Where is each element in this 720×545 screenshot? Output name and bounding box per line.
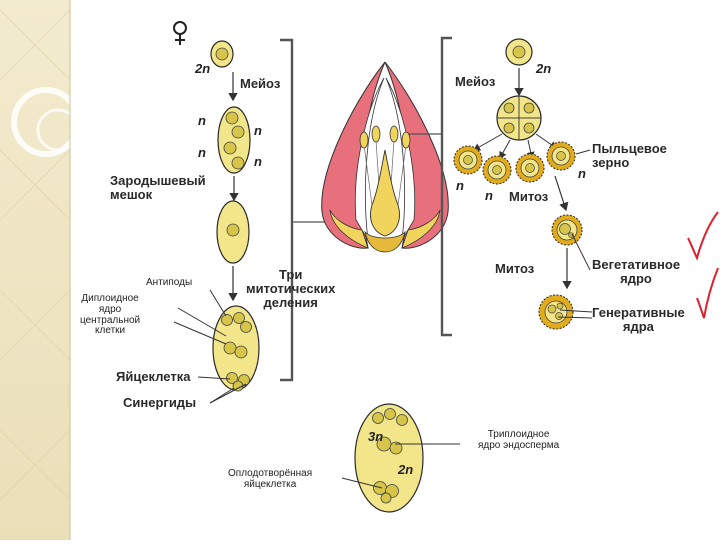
- fertilized-antipodes: [372, 408, 408, 426]
- pollen-grains: [453, 141, 576, 185]
- megaspore-nucleus-3: [223, 141, 237, 155]
- megaspore-tetrad: [217, 106, 251, 174]
- panel-ring-inner: [36, 108, 80, 152]
- arrow-mitosis-small: [554, 175, 569, 212]
- label-generative-nuclei: Генеративные ядра: [592, 305, 685, 335]
- ploidy-n-pollen-1: n: [456, 178, 464, 193]
- vegetative-nucleus-small: [559, 223, 571, 235]
- label-vegetative-nucleus: Вегетативное ядро: [592, 257, 681, 287]
- label-embryo-sac: Зародышевый мешок: [110, 173, 206, 203]
- label-pollen-grain: Пыльцевое зерно: [592, 141, 667, 171]
- tetrad-nuclei: [503, 102, 535, 134]
- ploidy-n-3: n: [198, 145, 206, 160]
- panel-cross-pattern: [0, 9, 71, 501]
- red-check-mark-icon: [687, 211, 719, 261]
- generative-nuclei-dots: [547, 302, 564, 320]
- flower-illustration: [321, 61, 449, 253]
- central-nuclei: [223, 341, 248, 359]
- label-mitosis-right: Митоз: [495, 261, 535, 276]
- ploidy-n-1: n: [198, 113, 206, 128]
- egg-apparatus: [226, 372, 250, 392]
- pointer-lines-left: [173, 289, 247, 404]
- arrow-pollen-grain-pointer: [575, 149, 591, 155]
- receptacle: [364, 230, 406, 253]
- ploidy-n-pollen-3: n: [578, 166, 586, 181]
- bracket-left: [280, 38, 294, 382]
- label-fertilized-egg: Оплодотворённая яйцеклетка: [228, 468, 313, 490]
- label-antipodes: Антиподы: [146, 277, 193, 288]
- label-meiosis-left: Мейоз: [240, 76, 281, 91]
- bracket-right: [440, 36, 452, 337]
- label-diploid-nucleus: Диплоидное ядро центральной клетки: [80, 293, 141, 337]
- inner-white-left: [354, 77, 385, 241]
- ploidy-3n: 3n: [368, 429, 384, 444]
- young-sac-nucleus: [226, 223, 240, 237]
- ploidy-n-4: n: [254, 154, 262, 169]
- panel-ring-outer: [11, 87, 81, 157]
- megaspore-nucleus-2: [231, 125, 245, 139]
- label-mitosis-small: Митоз: [509, 189, 549, 204]
- red-check-mark-icon: [696, 267, 719, 319]
- petal-right-yellow: [401, 209, 441, 249]
- pointer-lines-bottom: [341, 443, 460, 489]
- generative-cell-small: [568, 232, 574, 238]
- female-symbol-icon: [173, 21, 187, 45]
- mmc-nucleus: [215, 47, 229, 61]
- endosperm-nucleus: [376, 436, 403, 455]
- label-triploid-endosperm: Триплоидное ядро эндосперма: [478, 429, 560, 451]
- inner-white-right: [385, 77, 416, 241]
- pistil: [370, 149, 400, 237]
- label-three-mitoses: Три митотических деления: [246, 267, 336, 311]
- ploidy-n-pollen-2: n: [485, 188, 493, 203]
- antipodal-cells: [221, 312, 252, 333]
- megaspore-nucleus-1: [225, 111, 239, 125]
- ploidy-n-2: n: [254, 123, 262, 138]
- pointer-lines-right: [557, 233, 593, 319]
- label-egg-cell: Яйцеклетка: [116, 369, 191, 384]
- label-meiosis-right: Мейоз: [455, 74, 496, 89]
- ploidy-2n-left: 2n: [195, 61, 211, 76]
- label-synergids: Синергиды: [123, 395, 197, 410]
- ploidy-2n-right: 2n: [536, 61, 552, 76]
- megaspore-nucleus-4: [231, 156, 245, 170]
- petal-left-yellow: [329, 209, 369, 249]
- side-panel: [0, 0, 70, 540]
- stamens: [359, 125, 411, 206]
- pmc-nucleus: [512, 45, 526, 59]
- ploidy-2n-zygote: 2n: [398, 462, 414, 477]
